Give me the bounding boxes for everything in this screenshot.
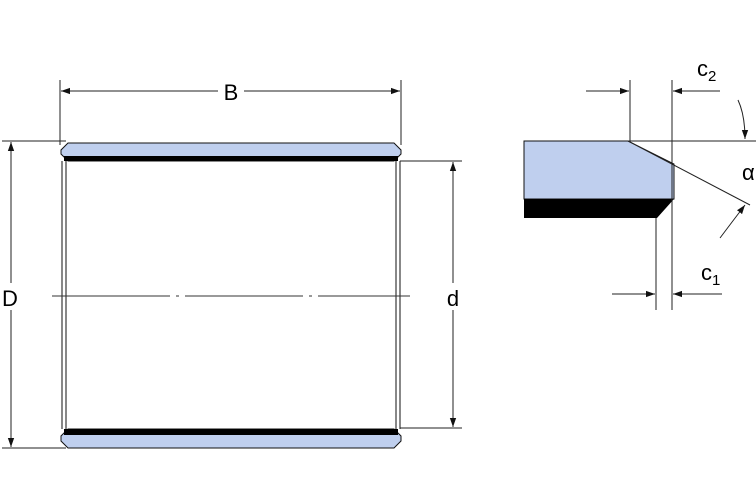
label-c2: c2 (697, 56, 716, 85)
label-c1: c1 (701, 260, 720, 289)
bushing-section-view (52, 142, 410, 449)
bottom-wall-steel-layer (64, 429, 398, 435)
top-wall-steel-layer (64, 156, 398, 161)
dimension-d: d (400, 160, 462, 429)
label-d: d (447, 286, 459, 311)
dimension-D: D (2, 140, 66, 449)
dimension-B: B (59, 80, 402, 145)
detail-lining (523, 140, 675, 200)
alpha-arrow-top (737, 99, 749, 140)
chamfer-detail-view: c2 c1 α (523, 56, 756, 310)
label-alpha: α (742, 160, 755, 185)
detail-steel-layer (524, 199, 674, 218)
label-D: D (2, 286, 18, 311)
alpha-arrow-bottom (719, 204, 746, 239)
chamfer-extension-line (627, 140, 751, 206)
label-B: B (224, 80, 239, 105)
